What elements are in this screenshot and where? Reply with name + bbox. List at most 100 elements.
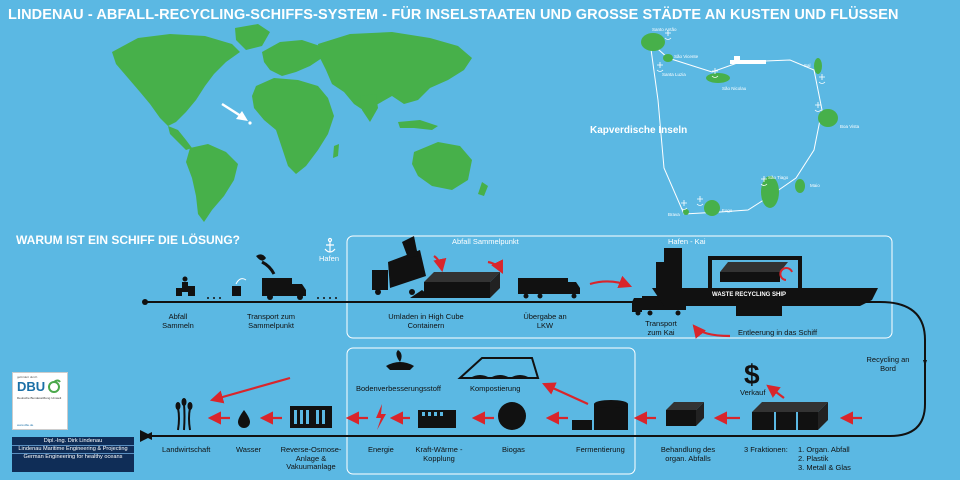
island-sao-nicolau: [706, 73, 730, 83]
island-label-brava: Brava: [668, 212, 680, 217]
new-zealand-shape: [478, 182, 488, 196]
plant-frame: [346, 347, 636, 475]
fraction-3: 3. Metall & Glas: [798, 463, 851, 472]
label-wasser: Wasser: [236, 445, 262, 454]
map-label: Kapverdische Inseln: [590, 125, 688, 136]
high-cube-container-icon: [424, 272, 500, 298]
ship-label: WASTE RECYCLING SHIP: [712, 292, 787, 298]
cape-verde-route: [649, 40, 823, 215]
dotted-gaps: [207, 297, 337, 299]
north-america-shape: [112, 34, 240, 126]
page-title: LINDENAU - ABFALL-RECYCLING-SCHIFFS-SYST…: [8, 7, 899, 23]
island-label-santa-luzia: Santa Luzia: [662, 72, 686, 77]
label-energie: Energie: [368, 445, 394, 454]
soil-plant-icon: [386, 350, 414, 370]
label-fraktionen: 3 Fraktionen:: [744, 445, 788, 454]
energy-bolt-icon: [376, 404, 386, 430]
island-fogo: [704, 200, 720, 216]
credit-line-2: Lindenau Maritime Engineering & Projecti…: [12, 446, 134, 454]
waste-collector-icon: [176, 276, 195, 296]
compost-hall-icon: [457, 357, 540, 379]
island-label-sao-nicolau: São Nicolau: [722, 86, 747, 91]
south-america-shape: [186, 144, 238, 222]
dbu-url: www.dbu.de: [17, 423, 34, 427]
top-flow-start: [142, 299, 148, 305]
credit-box: Dipl.-Ing. Dirk Lindenau Lindenau Mariti…: [12, 437, 134, 472]
step-abfall-sammeln: Abfall Sammeln: [162, 312, 194, 330]
step-entleerung: Entleerung in das Schiff: [738, 328, 818, 337]
dbu-leaf-icon: [48, 379, 61, 393]
collection-point-label: Abfall Sammelpunkt: [452, 237, 519, 246]
step-transport-sammelpunkt: Transport zum Sammelpunkt: [246, 312, 296, 330]
waste-recycling-ship-icon: [652, 248, 878, 316]
label-biogas: Biogas: [502, 445, 525, 454]
world-map: [112, 24, 488, 222]
fraction-2: 2. Plastik: [798, 454, 829, 463]
lkw-truck-icon: [518, 278, 580, 299]
label-landwirtschaft: Landwirtschaft: [162, 445, 211, 454]
map-pointer-arrow: [221, 102, 252, 125]
dollar-icon: $: [744, 359, 760, 390]
garbage-truck-icon: [256, 254, 306, 300]
step-uebergabe: Übergabe an LKW: [523, 312, 567, 330]
label-behandlung: Behandlung des organ. Abfalls: [660, 445, 716, 463]
bottom-flow-arrowhead: [144, 432, 152, 440]
right-flow-curve: [879, 301, 926, 437]
harbor-frame: [346, 235, 893, 339]
label-kraft-waerme: Kraft-Wärme - Kopplung: [415, 445, 463, 463]
map-ship-icon: [730, 56, 766, 64]
europe-shape: [262, 40, 322, 76]
water-drop-icon: [238, 410, 250, 428]
fraction-1: 1. Organ. Abfall: [798, 445, 850, 454]
step-umladen: Umladen in High Cube Containern: [388, 312, 464, 330]
dump-truck-icon: [372, 236, 432, 298]
label-osmose: Reverse-Osmose-Anlage & Vakuumanlage: [280, 445, 342, 472]
label-bodenverbesserung: Bodenverbesserungsstoff: [356, 384, 441, 393]
island-sal: [814, 58, 822, 74]
recycling-on-board-label: Recycling an Bord: [866, 355, 910, 373]
step-transport-kai: Transport zum Kai: [645, 319, 677, 337]
fermenter-icon: [572, 400, 628, 430]
port-quay-label: Hafen - Kai: [668, 237, 706, 246]
osmosis-plant-icon: [290, 406, 332, 428]
hafen-label: Hafen: [319, 254, 340, 263]
island-label-sal: Sal: [804, 63, 811, 68]
island-maio: [795, 179, 805, 193]
dbu-subtitle: Deutsche Bundesstiftung Umwelt: [17, 396, 62, 400]
island-sao-tiago: [761, 176, 779, 208]
greenland-shape: [235, 24, 270, 50]
indonesia-shape: [398, 120, 438, 130]
three-fractions-container-icon: [752, 402, 828, 430]
central-america-shape: [168, 126, 192, 150]
dbu-pretext: gefördert durch: [17, 375, 38, 379]
question-heading: WARUM IST EIN SCHIFF DIE LÖSUNG?: [16, 233, 240, 247]
credit-line-1: Dipl.-Ing. Dirk Lindenau: [12, 438, 134, 446]
india-shape: [360, 94, 378, 122]
bin-with-bag-icon: [232, 278, 247, 296]
island-boa-vista: [818, 109, 838, 127]
anchor-icons-map: [656, 30, 826, 210]
dbu-logo-box: gefördert durch DBU Deutsche Bundesstift…: [12, 372, 68, 430]
asia-shape: [318, 32, 472, 112]
credit-line-3: German Engineering for healthy oceans: [23, 453, 123, 460]
island-santo-antao: [641, 33, 665, 51]
treatment-container-icon: [666, 402, 704, 426]
label-fermentierung: Fermentierung: [576, 445, 625, 454]
chp-unit-icon: [418, 410, 456, 428]
anchor-icon: [324, 237, 336, 253]
red-arrows-bottom: [207, 376, 862, 425]
island-label-boa-vista: Boa Vista: [840, 124, 860, 129]
cape-verde-islands: [641, 33, 838, 216]
island-label-sao-tiago: São Tiago: [768, 175, 789, 180]
island-label-santo-antao: Santo Antão: [652, 27, 677, 32]
wheat-icon: [175, 398, 193, 431]
ship-red-loop-icon: [779, 267, 793, 281]
island-label-sao-vicente: São Vicente: [674, 54, 699, 59]
island-sao-vicente: [663, 54, 673, 62]
africa-shape: [252, 78, 334, 174]
island-label-maio: Maio: [810, 183, 820, 188]
madagascar-shape: [333, 144, 339, 158]
island-brava: [683, 209, 689, 215]
